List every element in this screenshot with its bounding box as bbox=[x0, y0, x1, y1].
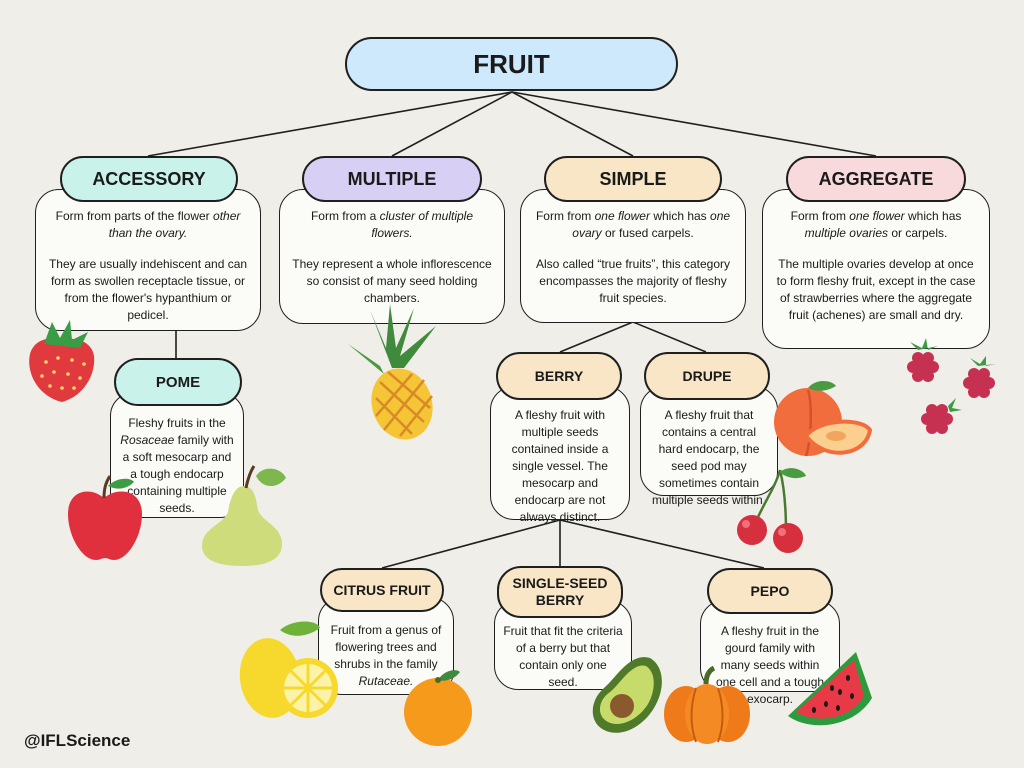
orange-icon bbox=[404, 670, 472, 746]
category-multiple-label: MULTIPLE bbox=[302, 156, 482, 202]
watermelon-icon bbox=[788, 652, 872, 726]
page-title: FRUIT bbox=[345, 37, 678, 91]
subcategory-pome-label: POME bbox=[114, 358, 242, 406]
peach-icon bbox=[774, 381, 873, 457]
category-simple-description: Form from one flower which has one ovary… bbox=[520, 189, 746, 323]
pineapple-icon bbox=[348, 304, 436, 440]
pear-icon bbox=[202, 465, 286, 566]
subcategory-citrus-label: CITRUS FRUIT bbox=[320, 568, 444, 612]
category-accessory-description: Form from parts of the flower other than… bbox=[35, 189, 261, 331]
avocado-icon bbox=[592, 657, 662, 733]
subcategory-drupe-label: DRUPE bbox=[644, 352, 770, 400]
cherry-icon bbox=[737, 468, 806, 553]
pumpkin-icon bbox=[664, 666, 750, 744]
subcategory-pome-description: Fleshy fruits in the Rosaceae family wit… bbox=[110, 392, 244, 518]
apple-icon bbox=[68, 475, 142, 560]
lemon-icon bbox=[239, 621, 338, 718]
category-aggregate-label: AGGREGATE bbox=[786, 156, 966, 202]
subcategory-berry-description: A fleshy fruit with multiple seeds conta… bbox=[490, 386, 630, 524]
category-aggregate-description: Form from one flower which has multiple … bbox=[762, 189, 990, 349]
subcategory-drupe-description: A fleshy fruit that contains a central h… bbox=[640, 386, 778, 507]
credit-handle: @IFLScience bbox=[24, 731, 131, 750]
subcategory-pepo-label: PEPO bbox=[707, 568, 833, 614]
raspberry-icon bbox=[907, 338, 996, 434]
strawberry-icon bbox=[29, 320, 95, 402]
subcategory-single-seed-berry-label: SINGLE-SEED BERRY bbox=[497, 566, 623, 618]
category-accessory-label: ACCESSORY bbox=[60, 156, 238, 202]
category-simple-label: SIMPLE bbox=[544, 156, 722, 202]
subcategory-pepo-description: A fleshy fruit in the gourd family with … bbox=[700, 600, 840, 706]
subcategory-berry-label: BERRY bbox=[496, 352, 622, 400]
